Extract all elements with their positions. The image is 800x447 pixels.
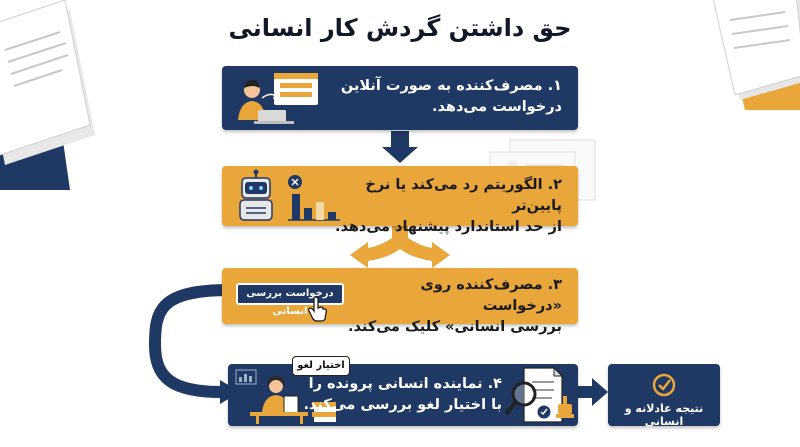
arrow-down-1 xyxy=(382,131,418,163)
step-2-card: ۲. الگوریتم رد می‌کند یا نرخ پایین‌تر از… xyxy=(222,166,578,235)
step-3-card: درخواست بررسی انسانی ۳. مصرف‌کننده روی «… xyxy=(222,268,578,335)
step-3-text: ۳. مصرف‌کننده روی «درخواست بررسی انسانی»… xyxy=(348,277,562,335)
result-card: نتیجه عادلانه و انسانی xyxy=(608,364,720,428)
step-4-text: ۴. نماینده انسانی پرونده را با اختیار لغ… xyxy=(303,376,502,413)
page-title: حق داشتن گردش کار انسانی xyxy=(228,14,572,42)
review-document-icon xyxy=(504,366,574,423)
override-authority-bubble: اختیار لغو xyxy=(292,356,350,376)
robot-icon xyxy=(239,169,340,221)
step-1-text: ۱. مصرف‌کننده به صورت آنلاین درخواست می‌… xyxy=(340,78,562,115)
paper-stack-right xyxy=(712,0,800,110)
agent-at-desk-icon xyxy=(235,369,336,424)
step-1-card: ۱. مصرف‌کننده به صورت آنلاین درخواست می‌… xyxy=(222,66,578,130)
person-laptop-icon xyxy=(238,73,318,124)
paper-stack-left xyxy=(0,0,95,190)
hand-pointer-icon xyxy=(308,296,327,322)
step-4-card: اختیار لغو ۴. نماینده انسانی پرونده را ب… xyxy=(228,356,578,426)
check-circle-icon xyxy=(652,373,676,397)
arrow-to-result xyxy=(578,378,608,406)
split-arrow xyxy=(350,226,450,268)
step-2-text: ۲. الگوریتم رد می‌کند یا نرخ پایین‌تر از… xyxy=(334,177,562,235)
result-text: نتیجه عادلانه و انسانی xyxy=(624,402,704,428)
